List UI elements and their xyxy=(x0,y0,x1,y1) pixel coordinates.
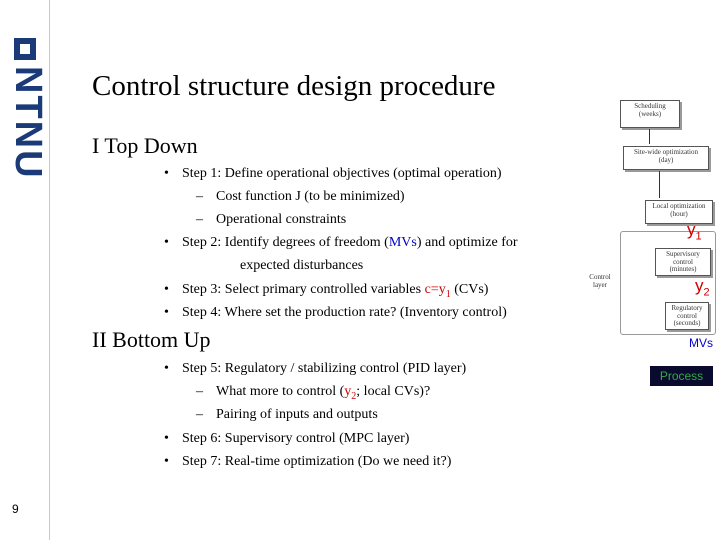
scheduling-box: Scheduling(weeks) xyxy=(620,100,680,128)
control-hierarchy-diagram: Scheduling(weeks) Site-wide optimization… xyxy=(583,100,720,400)
ntnu-logo: NTNU xyxy=(2,38,49,180)
section-heading-bottom-up: II Bottom Up xyxy=(92,327,211,352)
sub-bullet-constraints: Operational constraints xyxy=(196,213,346,228)
page-number: 9 xyxy=(12,502,19,516)
bullet-step-4: Step 4: Where set the production rate? (… xyxy=(164,306,507,321)
local-optimization-box: Local optimization(hour) xyxy=(645,200,713,224)
site-wide-optimization-box: Site-wide optimization(day) xyxy=(623,146,709,170)
bullet-step-6: Step 6: Supervisory control (MPC layer) xyxy=(164,432,409,447)
y1-label: y1 xyxy=(687,220,702,243)
logo-square-icon xyxy=(14,38,36,60)
mvs-label: MVs xyxy=(689,336,713,350)
arrow-down-icon xyxy=(649,129,650,144)
bullet-step-2: Step 2: Identify degrees of freedom (MVs… xyxy=(164,236,518,251)
slide-title: Control structure design procedure xyxy=(92,70,496,102)
section-heading-top-down: I Top Down xyxy=(92,133,198,158)
y2-label: y2 xyxy=(695,276,710,299)
arrow-down-icon xyxy=(659,171,660,198)
logo-text: NTNU xyxy=(7,66,49,180)
sub-bullet-what-more: What more to control (y2; local CVs)? xyxy=(196,385,430,402)
sidebar: NTNU 9 xyxy=(0,0,49,540)
control-layer-frame xyxy=(620,231,716,335)
process-box: Process xyxy=(650,366,713,386)
bullet-step-5: Step 5: Regulatory / stabilizing control… xyxy=(164,362,466,377)
regulatory-control-box: Regulatory control(seconds) xyxy=(665,302,709,330)
bullet-step-1: Step 1: Define operational objectives (o… xyxy=(164,167,502,182)
sidebar-divider xyxy=(49,0,50,540)
control-layer-label: Control layer xyxy=(589,273,611,289)
sub-bullet-pairing: Pairing of inputs and outputs xyxy=(196,408,378,423)
bullet-step-7: Step 7: Real-time optimization (Do we ne… xyxy=(164,455,451,470)
sub-bullet-cost-function: Cost function J (to be minimized) xyxy=(196,190,405,205)
bullet-step-2-continued: expected disturbances xyxy=(240,258,364,273)
bullet-step-3: Step 3: Select primary controlled variab… xyxy=(164,283,488,300)
supervisory-control-box: Supervisory control(minutes) xyxy=(655,248,711,276)
